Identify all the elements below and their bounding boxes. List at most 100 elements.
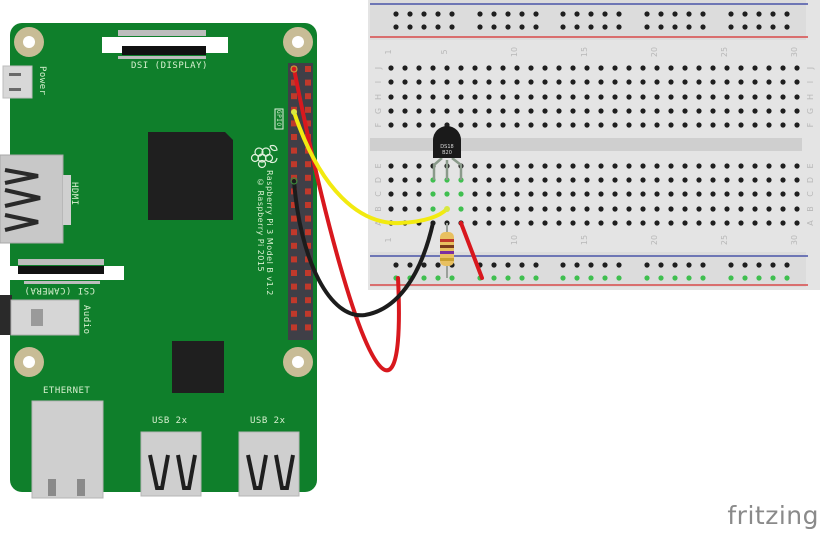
rail-hole[interactable] <box>770 262 776 268</box>
breadboard-hole[interactable] <box>654 65 660 71</box>
rail-hole[interactable] <box>686 262 692 268</box>
rail-hole[interactable] <box>756 275 762 281</box>
breadboard-hole[interactable] <box>738 206 744 212</box>
breadboard-hole[interactable] <box>780 163 786 169</box>
breadboard-hole[interactable] <box>682 163 688 169</box>
breadboard-hole[interactable] <box>738 220 744 226</box>
breadboard-hole[interactable] <box>584 79 590 85</box>
rail-hole[interactable] <box>616 24 622 30</box>
breadboard-hole[interactable] <box>486 108 492 114</box>
breadboard-hole[interactable] <box>486 79 492 85</box>
breadboard-hole[interactable] <box>612 206 618 212</box>
rail-hole[interactable] <box>770 275 776 281</box>
breadboard-hole[interactable] <box>416 108 422 114</box>
breadboard-hole[interactable] <box>724 122 730 128</box>
rail-hole[interactable] <box>644 275 650 281</box>
breadboard-hole[interactable] <box>738 79 744 85</box>
breadboard-hole[interactable] <box>472 79 478 85</box>
rail-hole[interactable] <box>686 275 692 281</box>
breadboard-hole[interactable] <box>598 220 604 226</box>
breadboard-hole[interactable] <box>458 79 464 85</box>
rail-hole[interactable] <box>393 262 399 268</box>
breadboard-hole[interactable] <box>570 177 576 183</box>
rail-hole[interactable] <box>449 24 455 30</box>
breadboard-hole[interactable] <box>486 191 492 197</box>
rail-hole[interactable] <box>602 275 608 281</box>
breadboard-hole[interactable] <box>640 108 646 114</box>
breadboard-hole[interactable] <box>402 206 408 212</box>
breadboard-hole[interactable] <box>682 191 688 197</box>
rail-hole[interactable] <box>672 24 678 30</box>
breadboard-hole[interactable] <box>794 122 800 128</box>
breadboard-hole[interactable] <box>626 108 632 114</box>
breadboard-hole[interactable] <box>724 108 730 114</box>
breadboard-hole[interactable] <box>640 220 646 226</box>
breadboard-hole[interactable] <box>724 163 730 169</box>
breadboard-hole[interactable] <box>430 191 436 197</box>
breadboard-hole[interactable] <box>486 122 492 128</box>
breadboard-hole[interactable] <box>752 177 758 183</box>
breadboard-hole[interactable] <box>570 79 576 85</box>
breadboard-hole[interactable] <box>598 122 604 128</box>
breadboard-hole[interactable] <box>668 108 674 114</box>
rail-hole[interactable] <box>588 24 594 30</box>
rail-hole[interactable] <box>658 24 664 30</box>
rail-hole[interactable] <box>491 262 497 268</box>
rail-hole[interactable] <box>756 262 762 268</box>
breadboard-hole[interactable] <box>668 206 674 212</box>
breadboard-hole[interactable] <box>640 177 646 183</box>
rail-hole[interactable] <box>560 262 566 268</box>
breadboard-hole[interactable] <box>612 122 618 128</box>
breadboard-hole[interactable] <box>528 108 534 114</box>
breadboard-hole[interactable] <box>556 65 562 71</box>
breadboard-hole[interactable] <box>766 163 772 169</box>
breadboard-hole[interactable] <box>766 108 772 114</box>
breadboard-hole[interactable] <box>626 79 632 85</box>
rail-hole[interactable] <box>407 11 413 17</box>
breadboard-hole[interactable] <box>724 220 730 226</box>
rail-hole[interactable] <box>672 11 678 17</box>
breadboard-hole[interactable] <box>752 191 758 197</box>
breadboard-hole[interactable] <box>766 94 772 100</box>
rail-hole[interactable] <box>756 11 762 17</box>
breadboard-hole[interactable] <box>416 177 422 183</box>
breadboard-hole[interactable] <box>738 191 744 197</box>
breadboard-hole[interactable] <box>752 108 758 114</box>
breadboard-hole[interactable] <box>696 206 702 212</box>
breadboard-hole[interactable] <box>696 220 702 226</box>
breadboard-hole[interactable] <box>752 220 758 226</box>
rail-hole[interactable] <box>700 24 706 30</box>
breadboard-hole[interactable] <box>542 163 548 169</box>
breadboard-hole[interactable] <box>570 206 576 212</box>
breadboard-hole[interactable] <box>542 122 548 128</box>
breadboard-hole[interactable] <box>710 220 716 226</box>
breadboard-hole[interactable] <box>556 122 562 128</box>
rail-hole[interactable] <box>658 275 664 281</box>
breadboard-hole[interactable] <box>528 191 534 197</box>
breadboard-hole[interactable] <box>528 163 534 169</box>
breadboard-hole[interactable] <box>598 94 604 100</box>
breadboard-hole[interactable] <box>794 206 800 212</box>
breadboard-hole[interactable] <box>696 108 702 114</box>
breadboard-hole[interactable] <box>696 94 702 100</box>
breadboard-hole[interactable] <box>668 163 674 169</box>
rail-hole[interactable] <box>560 24 566 30</box>
breadboard-hole[interactable] <box>710 122 716 128</box>
breadboard-hole[interactable] <box>654 206 660 212</box>
breadboard-hole[interactable] <box>500 163 506 169</box>
breadboard-hole[interactable] <box>458 122 464 128</box>
rail-hole[interactable] <box>602 11 608 17</box>
breadboard-hole[interactable] <box>612 163 618 169</box>
breadboard-hole[interactable] <box>682 65 688 71</box>
breadboard-hole[interactable] <box>570 163 576 169</box>
rail-hole[interactable] <box>519 275 525 281</box>
rail-hole[interactable] <box>588 275 594 281</box>
rail-hole[interactable] <box>700 275 706 281</box>
breadboard-hole[interactable] <box>598 177 604 183</box>
rail-hole[interactable] <box>574 262 580 268</box>
breadboard-hole[interactable] <box>570 108 576 114</box>
rail-hole[interactable] <box>505 11 511 17</box>
rail-hole[interactable] <box>644 11 650 17</box>
rail-hole[interactable] <box>449 275 455 281</box>
rail-hole[interactable] <box>477 24 483 30</box>
